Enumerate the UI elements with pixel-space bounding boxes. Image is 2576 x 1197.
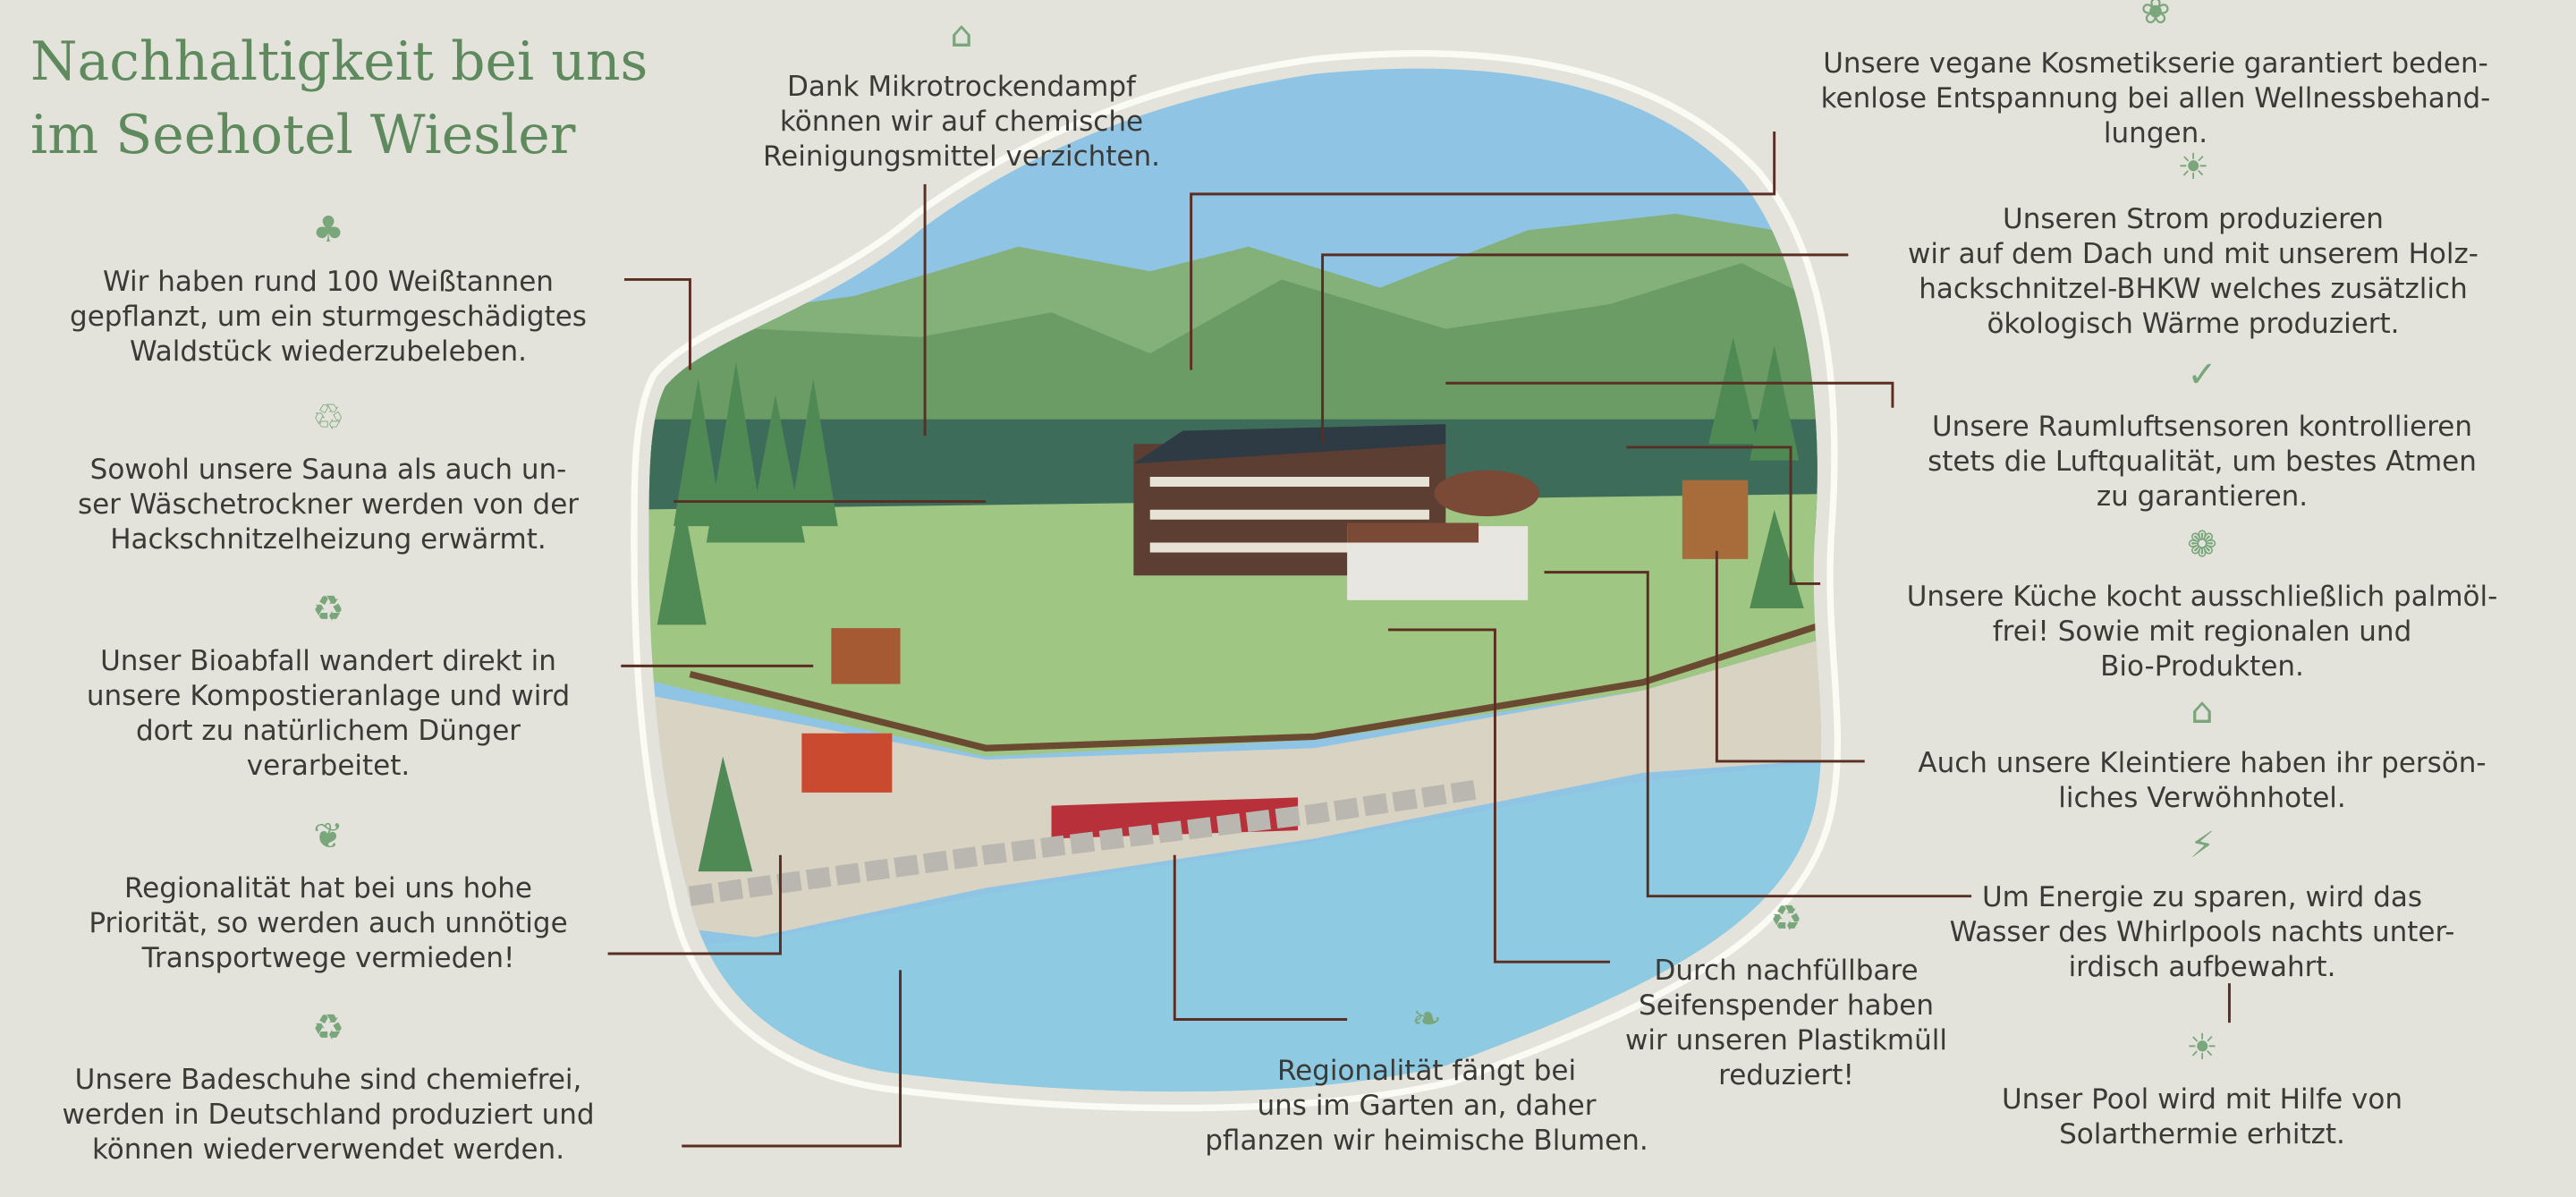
note-line: pflanzen wir heimische Blumen.	[1205, 1125, 1648, 1157]
note-line: frei! Sowie mit regionalen und	[1992, 615, 2412, 648]
note-line: Unser Pool wird mit Hilfe von	[2001, 1083, 2402, 1116]
eco-plug-icon: ⚡	[2189, 825, 2216, 866]
leaf-check-icon: ✓	[2187, 354, 2217, 395]
note-air: ✓ Unsere Raumluftsensoren kontrollieren …	[1862, 352, 2542, 514]
note-sauna: ♲ Sowohl unsere Sauna als auch un- ser W…	[0, 395, 668, 557]
note-line: Regionalität hat bei uns hohe	[123, 872, 532, 904]
eco-globe-hand-icon: ❁	[2187, 524, 2217, 565]
note-line: unsere Kompostieranlage und wird	[86, 680, 571, 712]
note-line: Unsere Küche kocht ausschließlich palmöl…	[1906, 581, 2498, 613]
note-line: Transportwege vermieden!	[141, 942, 515, 974]
note-line: Unsere Badeschuhe sind chemiefrei,	[74, 1064, 582, 1096]
note-line: irdisch aufbewahrt.	[2068, 951, 2336, 983]
compost-box	[831, 628, 901, 684]
note-line: werden in Deutschland produziert und	[62, 1099, 595, 1131]
note-line: Sowohl unsere Sauna als auch un-	[89, 454, 567, 486]
note-line: stets die Luftqualität, um bestes Atmen	[1928, 446, 2477, 478]
note-line: uns im Garten an, daher	[1257, 1090, 1597, 1122]
note-line: Reinigungsmittel verzichten.	[762, 140, 1161, 173]
note-line: ökologisch Wärme produziert.	[1987, 308, 2400, 340]
factory-icon: ⌂	[950, 14, 973, 55]
eco-tag-icon: ❦	[313, 816, 343, 857]
note-line: dort zu natürlichem Dünger	[135, 715, 521, 747]
eco-globe-icon: ❀	[2140, 0, 2171, 32]
note-line: Seifenspender haben	[1639, 989, 1934, 1022]
page-title: Nachhaltigkeit bei uns im Seehotel Wiesl…	[30, 25, 648, 172]
note-cosmetics: ❀ Unsere vegane Kosmetikserie garantiert…	[1780, 0, 2531, 151]
note-line: Solarthermie erhitzt.	[2059, 1118, 2345, 1150]
solar-sun-icon: ☀	[2186, 1027, 2218, 1068]
note-line: Waldstück wiederzubeleben.	[130, 335, 527, 368]
title-line-2: im Seehotel Wiesler	[30, 104, 576, 166]
note-line: wir unseren Plastikmüll	[1625, 1024, 1947, 1057]
eco-house-icon: ⌂	[2190, 691, 2214, 732]
note-line: Durch nachfüllbare	[1654, 955, 1919, 987]
note-line: lungen.	[2103, 117, 2208, 149]
note-line: Auch unsere Kleintiere haben ihr persön-	[1918, 747, 2487, 779]
river-stones	[688, 779, 1480, 906]
note-steam: ⌂ Dank Mikrotrockendampf können wir auf …	[622, 13, 1301, 174]
note-line: Regionalität fängt bei	[1276, 1055, 1577, 1087]
note-shoes: ♻ Unsere Badeschuhe sind chemiefrei, wer…	[0, 1006, 668, 1167]
tractor	[801, 733, 893, 793]
note-garden: ❧ Regionalität fängt bei uns im Garten a…	[1087, 997, 1767, 1159]
note-power: ☀ Unseren Strom produzieren wir auf dem …	[1853, 145, 2533, 342]
note-line: wir auf dem Dach und mit unserem Holz-	[1908, 238, 2479, 270]
note-line: können wir auf chemische	[779, 106, 1144, 138]
note-line: Bio-Produkten.	[2100, 650, 2304, 683]
note-line: Unsere vegane Kosmetikserie garantiert b…	[1823, 47, 2488, 80]
note-line: können wiederverwendet werden.	[91, 1133, 565, 1166]
note-line: Um Energie zu sparen, wird das	[1981, 881, 2423, 913]
note-energy: ⚡ Um Energie zu sparen, wird das Wasser …	[1862, 823, 2542, 985]
note-line: verarbeitet.	[246, 750, 411, 782]
note-regional: ❦ Regionalität hat bei uns hohe Prioritä…	[0, 814, 668, 976]
recycle-icon: ♻	[1770, 898, 1802, 939]
recycle-drop-icon: ♲	[312, 397, 344, 438]
garden-path	[689, 605, 1822, 751]
note-line: Wasser des Whirlpools nachts unter-	[1949, 916, 2455, 948]
note-trees: ♣ Wir haben rund 100 Weißtannen gepflanz…	[0, 208, 668, 369]
note-solar: ☀ Unser Pool wird mit Hilfe von Solarthe…	[1862, 1025, 2542, 1152]
note-line: Unser Bioabfall wandert direkt in	[100, 645, 556, 677]
note-line: hackschnitzel-BHKW welches zusätzlich	[1919, 273, 2468, 305]
note-line: kenlose Entspannung bei allen Wellnessbe…	[1820, 82, 2491, 115]
eco-bulb-icon: ☀	[2177, 147, 2209, 188]
note-line: zu garantieren.	[2096, 480, 2309, 513]
note-line: Dank Mikrotrockendampf	[787, 71, 1136, 103]
note-line: liches Verwöhnhotel.	[2058, 782, 2346, 814]
tree-icon: ♣	[312, 209, 344, 250]
note-bio: ♻ Unser Bioabfall wandert direkt in unse…	[0, 587, 668, 784]
plant-hand-icon: ❧	[1411, 998, 1442, 1040]
note-line: Wir haben rund 100 Weißtannen	[103, 266, 554, 298]
insect-hotel	[1682, 480, 1749, 559]
note-line: ser Wäschetrockner werden von der	[77, 488, 580, 521]
note-line: gepflanzt, um ein sturmgeschädigtes	[70, 301, 587, 333]
recycle-leaf-icon: ♻	[312, 1007, 344, 1048]
note-line: reduziert!	[1718, 1059, 1854, 1091]
hotel-building	[1133, 424, 1540, 600]
note-animals: ⌂ Auch unsere Kleintiere haben ihr persö…	[1862, 689, 2542, 816]
note-line: Hackschnitzelheizung erwärmt.	[110, 523, 547, 556]
note-line: Priorität, so werden auch unnötige	[89, 907, 568, 939]
compost-bin-icon: ♻	[312, 589, 344, 630]
forest	[657, 336, 1804, 872]
note-line: Unseren Strom produzieren	[2003, 203, 2384, 235]
title-line-1: Nachhaltigkeit bei uns	[30, 30, 648, 93]
map-outline	[631, 50, 1842, 1112]
note-kitchen: ❁ Unsere Küche kocht ausschließlich palm…	[1862, 522, 2542, 684]
note-soap: ♻ Durch nachfüllbare Seifenspender haben…	[1446, 896, 2126, 1093]
meadow	[648, 493, 1822, 757]
note-line: Unsere Raumluftsensoren kontrollieren	[1931, 411, 2472, 443]
leader-lines	[607, 132, 2231, 1148]
